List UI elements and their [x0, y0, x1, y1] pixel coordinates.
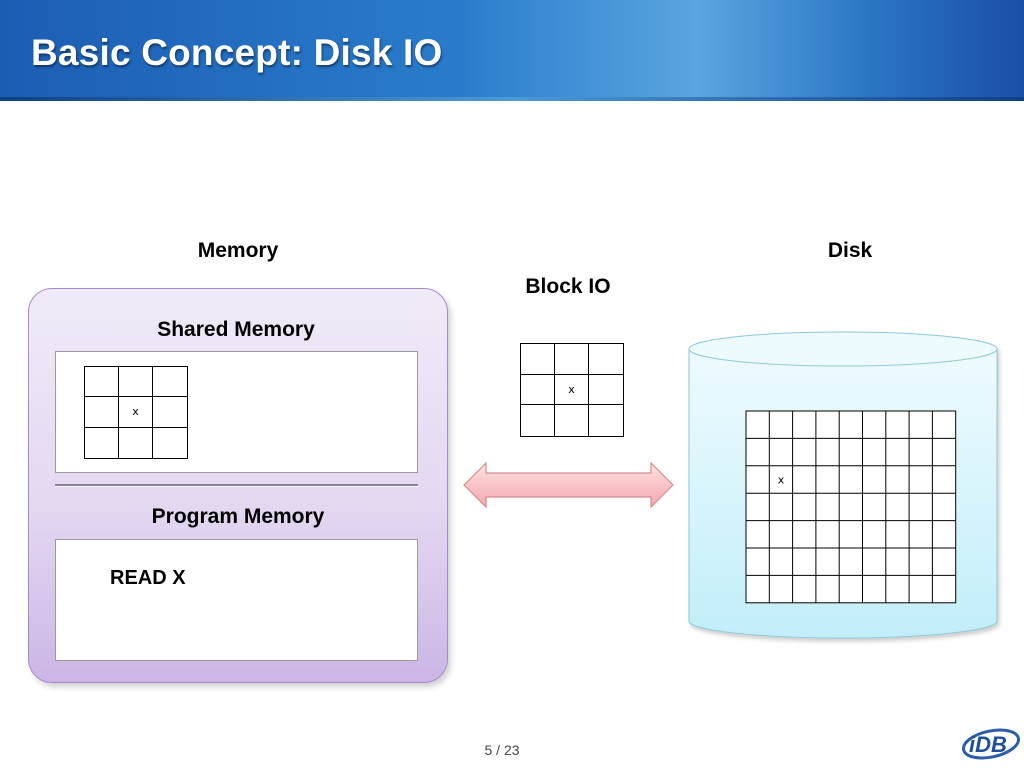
grid-cell	[153, 428, 187, 458]
grid-cell	[555, 405, 589, 436]
cylinder-top	[688, 331, 998, 367]
grid-cell	[589, 405, 623, 436]
cylinder-body	[688, 348, 998, 639]
shared-memory-box	[55, 351, 418, 473]
header-bar	[0, 0, 1024, 101]
grid-cell	[85, 397, 119, 428]
grid-cell	[153, 367, 187, 398]
svg-text:iDB: iDB	[969, 732, 1007, 757]
program-memory-box	[55, 539, 418, 661]
grid-cell	[521, 405, 555, 436]
grid-cell	[555, 344, 589, 375]
grid-cell	[85, 427, 119, 458]
program-instruction: READ X	[110, 567, 186, 589]
block-io-label: Block IO	[525, 275, 611, 298]
block-io-grid: x	[520, 343, 624, 437]
shared-memory-label: Shared Memory	[157, 318, 315, 341]
grid-cell	[85, 367, 119, 398]
arrow-shape	[463, 461, 674, 509]
grid-cell	[589, 375, 623, 406]
page-number: 5 / 23	[484, 742, 520, 758]
slide-title: Basic Concept: Disk IO	[31, 32, 443, 73]
memory-label: Memory	[197, 239, 279, 262]
disk-grid-x-mark: x	[778, 474, 785, 487]
disk-label: Disk	[827, 239, 873, 262]
grid-cell	[589, 344, 623, 375]
memory-divider	[55, 484, 418, 486]
grid-cell-x: x	[555, 374, 589, 406]
grid-cell-x: x	[119, 397, 153, 428]
grid-cell	[153, 397, 187, 428]
idb-logo: iDB	[960, 724, 1022, 768]
disk-grid: x	[745, 410, 957, 604]
program-memory-label: Program Memory	[151, 505, 325, 528]
grid-cell	[521, 344, 555, 375]
disk-grid-border	[745, 410, 957, 604]
shared-memory-grid: x	[84, 366, 188, 459]
grid-cell	[521, 374, 555, 406]
grid-cell	[119, 427, 153, 458]
grid-cell	[119, 367, 153, 398]
